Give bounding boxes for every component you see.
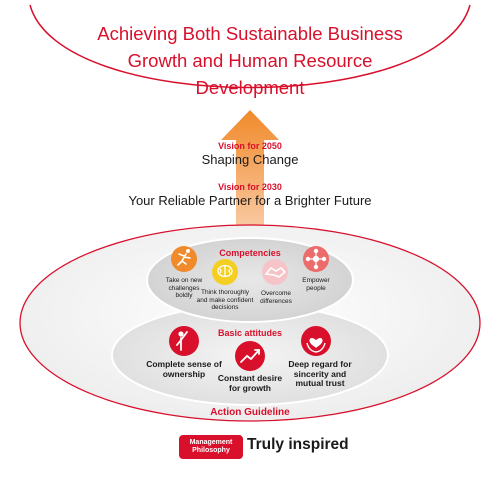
growth-arrow: [221, 110, 279, 320]
competencies-disc: [146, 237, 354, 323]
management-philosophy-text: Truly inspired: [247, 436, 349, 453]
attitude-3-text: Deep regard for sincerity and mutual tru…: [288, 359, 352, 388]
title-line-3: Development: [195, 77, 305, 98]
attitude-1-text: Complete sense of ownership: [146, 359, 222, 379]
competency-2-text: Think thoroughly and make confident deci…: [196, 289, 254, 311]
handshake-icon: [262, 259, 288, 285]
action-guideline-label: Action Guideline: [210, 407, 290, 418]
vision-2050-label: Vision for 2050: [218, 141, 282, 151]
vision-2050-text: Shaping Change: [201, 152, 299, 167]
competency-3-text: Overcome differences: [260, 290, 292, 305]
title-line-1: Achieving Both Sustainable Business: [97, 23, 403, 44]
top-dome: [29, 4, 471, 89]
basic-attitudes-label: Basic attitudes: [217, 328, 283, 338]
rising-arrow-runner-icon: [235, 341, 265, 371]
competency-1-text: Take on new challenges boldly: [165, 277, 203, 299]
title-line-2: Growth and Human Resource: [127, 50, 373, 71]
raised-hand-person-icon: [169, 326, 199, 356]
competency-4-text: Empower people: [302, 277, 330, 292]
competencies-label: Competencies: [219, 248, 281, 258]
vision-2030-label: Vision for 2030: [218, 182, 282, 192]
attitude-2-text: Constant desire for growth: [217, 373, 283, 393]
management-philosophy-badge: Management Philosophy: [179, 435, 243, 459]
main-title: Achieving Both Sustainable Business Grow…: [60, 20, 440, 101]
vision-2030-text: Your Reliable Partner for a Brighter Fut…: [128, 193, 372, 208]
